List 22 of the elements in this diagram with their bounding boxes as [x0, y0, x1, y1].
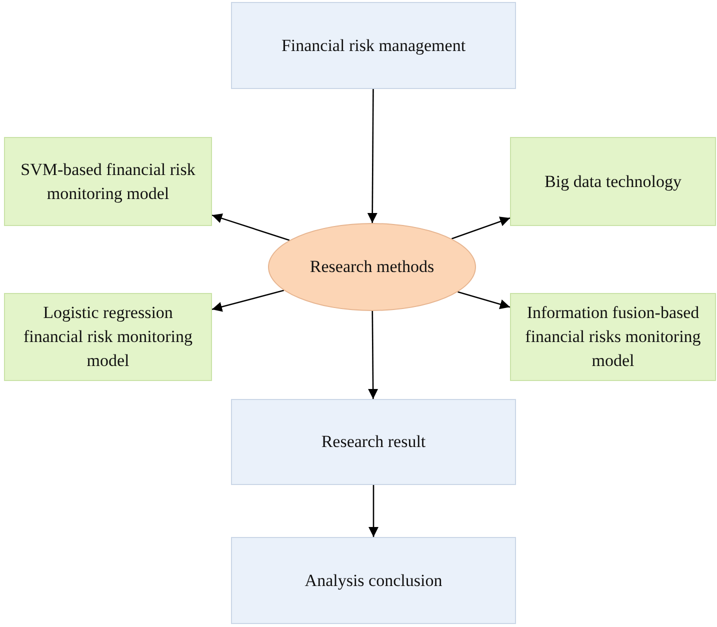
node-label: SVM-based financial risk monitoring model: [20, 158, 196, 205]
arrow: [368, 311, 378, 399]
node-label: Big data technology: [544, 170, 682, 193]
method-box: [4, 293, 212, 381]
method-box: [510, 137, 716, 226]
process-box: [231, 2, 516, 89]
arrow: [367, 89, 378, 223]
arrow: [212, 214, 290, 241]
node-label: Research result: [321, 431, 426, 453]
process-box: [231, 537, 516, 624]
node-label: Financial risk management: [281, 34, 466, 57]
method-box: [510, 293, 716, 381]
arrow: [451, 216, 510, 240]
node-label: Information fusion-based financial risks monitoring model: [524, 302, 702, 372]
method-box: [4, 137, 212, 226]
node-label: Logistic regression financial risk monitoring model: [22, 302, 194, 372]
arrow: [212, 290, 284, 312]
arrow: [368, 485, 378, 537]
arrow: [458, 291, 510, 310]
node-label: Research methods: [310, 256, 434, 278]
node-label: Analysis conclusion: [304, 570, 442, 592]
process-box: [231, 399, 516, 485]
